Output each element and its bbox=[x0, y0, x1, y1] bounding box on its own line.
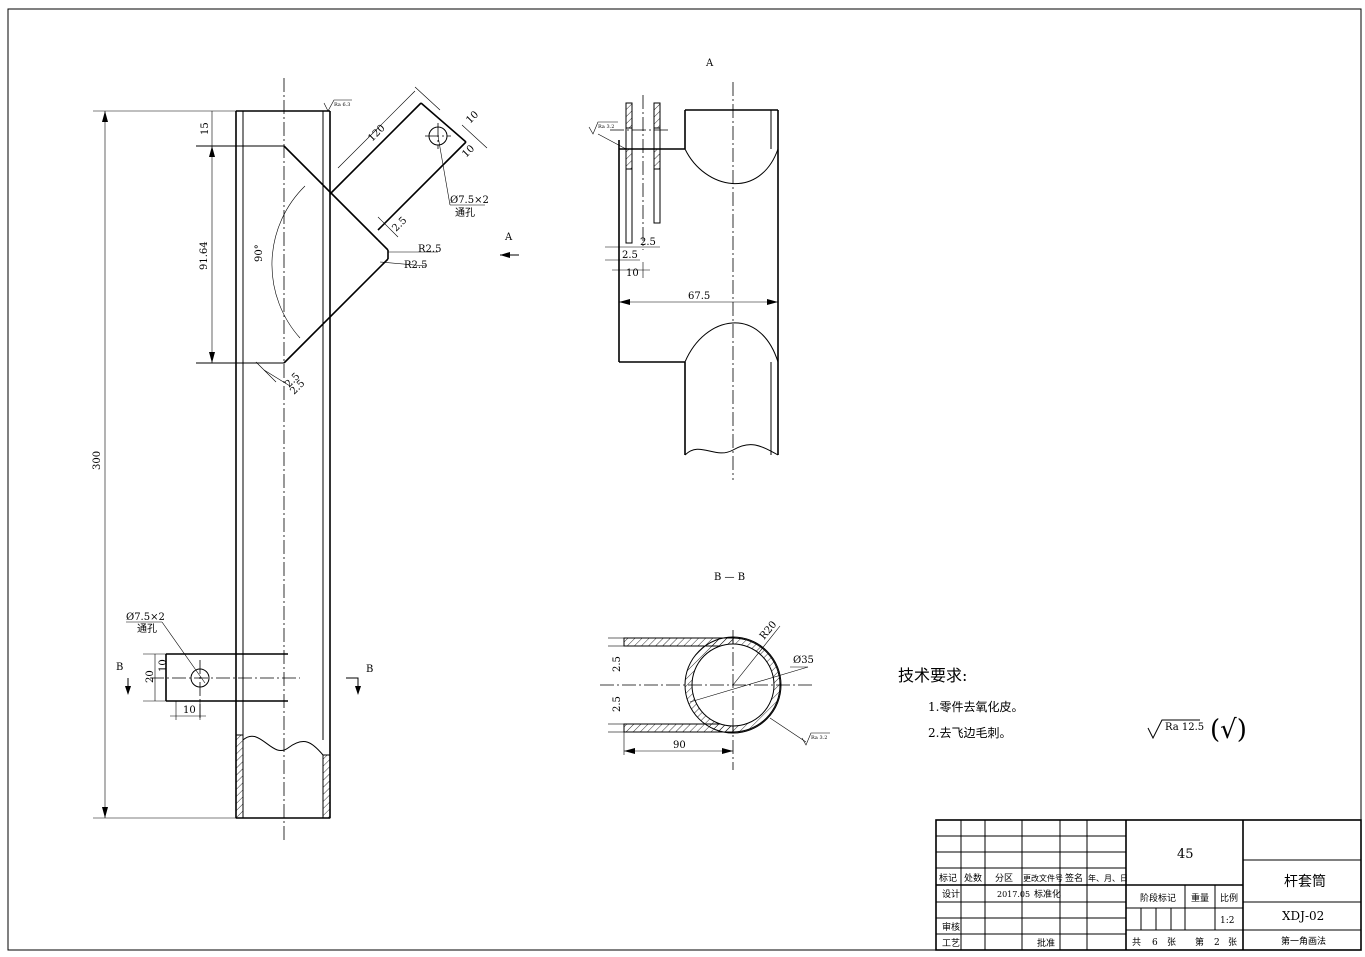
hole-callout-bottom: Ø7.5×2 bbox=[126, 612, 165, 623]
view-a-title: A bbox=[705, 58, 714, 69]
dim-radius-b: R2.5 bbox=[404, 260, 427, 271]
view-a-dim-width: 67.5 bbox=[688, 291, 710, 302]
scale-label: 比例 bbox=[1220, 892, 1238, 904]
col-zone: 分区 bbox=[995, 873, 1013, 884]
drawing-no: XDJ-02 bbox=[1282, 909, 1324, 923]
dim-branch-span: 91.64 bbox=[199, 241, 210, 270]
view-a-dim-b: 2.5 bbox=[622, 250, 638, 261]
col-sign: 签名 bbox=[1065, 872, 1083, 884]
hole-through-bottom: 通孔 bbox=[137, 623, 157, 635]
sheets-total-prefix: 共 bbox=[1132, 937, 1141, 948]
section-bb-diameter: Ø35 bbox=[793, 655, 814, 666]
sheets-unit-b: 张 bbox=[1228, 937, 1237, 948]
view-arrow-label: A bbox=[504, 232, 513, 243]
view-a-dim-a: 2.5 bbox=[640, 237, 656, 248]
tech-heading: 技术要求: bbox=[898, 666, 967, 685]
section-bb-title: B — B bbox=[714, 572, 745, 583]
sheets-total: 6 bbox=[1152, 938, 1158, 948]
standardization-label: 标准化 bbox=[1034, 888, 1061, 900]
dim-wall: 2.5 bbox=[390, 215, 409, 234]
section-bb-wall-b: 2.5 bbox=[612, 696, 623, 712]
part-name: 杆套筒 bbox=[1284, 873, 1326, 890]
sheet-index: 2 bbox=[1214, 938, 1220, 948]
dim-tab-height-a: 10 bbox=[158, 659, 169, 672]
col-count: 处数 bbox=[964, 872, 982, 884]
section-mark-left: B bbox=[116, 662, 123, 673]
col-mark: 标记 bbox=[939, 872, 957, 884]
section-bb-roughness: Ra 3.2 bbox=[811, 735, 827, 741]
dim-tab-height-b: 20 bbox=[145, 670, 156, 683]
view-a-roughness: Ra 3.2 bbox=[598, 124, 614, 130]
section-mark-right: B bbox=[366, 664, 373, 675]
section-bb: B — B R20 Ø35 2.5 2.5 90 Ra 3.2 bbox=[600, 572, 830, 770]
view-a: A Ra 3.2 67.5 2.5 bbox=[588, 58, 779, 480]
tech-requirements: 技术要求: 1.零件去氧化皮。 2.去飞边毛刺。 bbox=[898, 666, 1023, 740]
main-view: 90° 300 15 91.64 120 10 10 Ø7.5×2 通孔 2.5… bbox=[92, 78, 519, 840]
stage-mark-label: 阶段标记 bbox=[1140, 892, 1176, 904]
general-roughness-suffix: (√) bbox=[1210, 715, 1247, 745]
general-roughness-value: Ra 12.5 bbox=[1165, 722, 1204, 733]
dim-branch-length: 120 bbox=[366, 123, 387, 144]
dim-total-length: 300 bbox=[92, 451, 103, 470]
section-bb-wall-a: 2.5 bbox=[612, 656, 623, 672]
material: 45 bbox=[1177, 847, 1194, 862]
hole-callout-top: Ø7.5×2 bbox=[450, 195, 489, 206]
dim-radius-a: R2.5 bbox=[418, 244, 441, 255]
process-label: 工艺 bbox=[942, 938, 960, 949]
roughness-top: Ra 6.3 bbox=[334, 102, 350, 108]
sheet-index-prefix: 第 bbox=[1195, 936, 1204, 948]
section-bb-length: 90 bbox=[673, 740, 686, 751]
design-date: 2017.05 bbox=[997, 890, 1030, 899]
design-label: 设计 bbox=[942, 888, 960, 900]
title-block: 标记 处数 分区 更改文件号 签名 年、月、日 设计 2017.05 标准化 审… bbox=[935, 819, 1362, 951]
tech-item-2: 2.去飞边毛刺。 bbox=[928, 726, 1011, 740]
view-a-dim-c: 10 bbox=[626, 268, 639, 279]
weight-label: 重量 bbox=[1191, 892, 1209, 904]
dim-tab-width: 10 bbox=[183, 705, 196, 716]
scale-value: 1:2 bbox=[1220, 916, 1234, 926]
approval-label: 批准 bbox=[1037, 937, 1055, 949]
review-label: 审核 bbox=[942, 921, 960, 933]
general-roughness: Ra 12.5 (√) bbox=[1147, 715, 1247, 745]
col-change-doc: 更改文件号 bbox=[1023, 873, 1063, 883]
projection: 第一角画法 bbox=[1281, 935, 1326, 947]
dim-angle: 90° bbox=[254, 244, 265, 262]
col-date: 年、月、日 bbox=[1088, 873, 1128, 883]
sheet-border bbox=[7, 8, 1362, 951]
dim-slot-width-a: 10 bbox=[464, 109, 481, 126]
dim-top-offset: 15 bbox=[200, 122, 211, 135]
hole-through-top: 通孔 bbox=[455, 207, 475, 219]
tech-item-1: 1.零件去氧化皮。 bbox=[928, 700, 1023, 714]
sheets-unit-a: 张 bbox=[1167, 937, 1176, 948]
